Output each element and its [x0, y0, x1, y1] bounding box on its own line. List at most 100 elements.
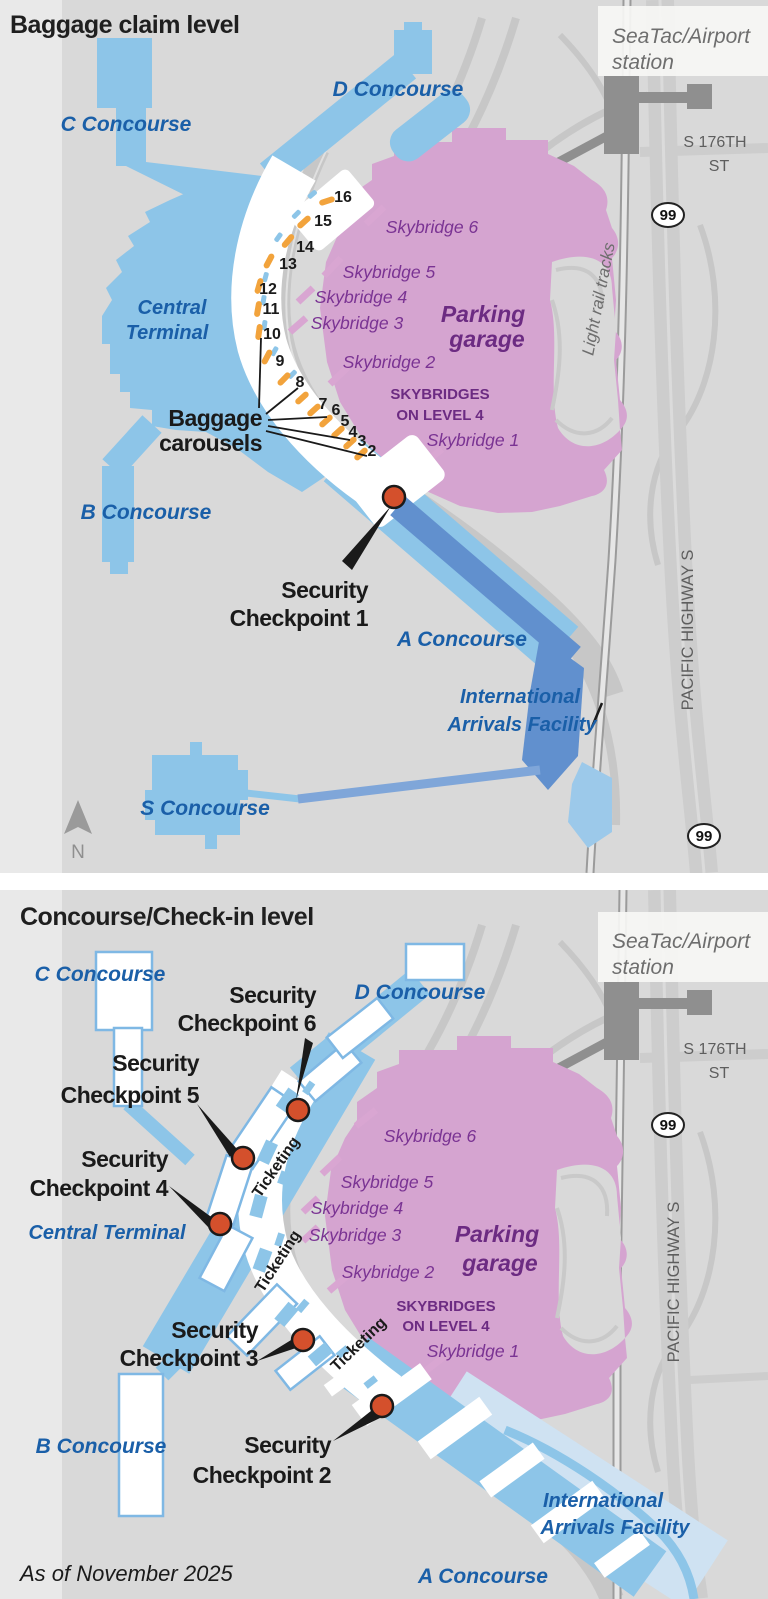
door-mark: [262, 272, 269, 283]
door-mark: [261, 320, 268, 331]
building: [530, 1480, 606, 1544]
c-concourse-label: C Concourse: [61, 113, 192, 136]
ramp-curve: [555, 1207, 567, 1319]
skybridge-4-label: Skybridge 4: [315, 287, 408, 307]
carousel-dash: [277, 372, 291, 386]
d-concourse-pier: [389, 90, 471, 162]
b-concourse-arm: [117, 1372, 165, 1518]
ramp-curve: [554, 416, 614, 436]
curb-island: [302, 1080, 316, 1096]
checkpoint-3-dot: [290, 1327, 316, 1353]
skybridge-1-label: Skybridge 1: [427, 430, 519, 450]
skybridges-note: ON LEVEL 4: [396, 407, 484, 424]
carousel-leader-lines: [258, 337, 368, 457]
parking-garage-label: Parking: [441, 301, 525, 327]
c-concourse-arm: [116, 104, 146, 166]
baggage-carousels-label: carousels: [159, 430, 262, 456]
carousel-number: 2: [368, 443, 377, 460]
checkpoint-2-label: Security: [244, 1432, 331, 1458]
street-label: S 176TH: [683, 1041, 746, 1058]
skybridge-6-label: Skybridge 6: [386, 217, 479, 237]
s-concourse-stub: [190, 742, 202, 756]
carousel-marks: [254, 196, 368, 461]
skybridge-6-label: Skybridge 6: [384, 1126, 477, 1146]
station-bridge: [637, 92, 689, 103]
carousel-dash: [255, 324, 263, 340]
skybridges-note: ON LEVEL 4: [402, 1318, 490, 1335]
carousel-dash: [319, 196, 335, 206]
carousel-numbers: 16 15 14 13 12 11 10 9 8 7 6 5 4 3 2: [259, 189, 376, 460]
checkpoint-5-label: Security: [112, 1050, 199, 1076]
carousel-dash: [254, 301, 262, 317]
lobby: [274, 1301, 299, 1327]
highway-centerline: [658, 0, 706, 873]
door-mark: [274, 232, 283, 243]
b-concourse-foot: [110, 560, 128, 574]
checkpoint-4-dot: [207, 1211, 233, 1237]
a-concourse-label: A Concourse: [417, 1565, 548, 1588]
s-connector: [245, 789, 301, 803]
checkpoint-markers: [169, 1038, 395, 1441]
lobby: [307, 1342, 333, 1367]
checkpoint-1-marker: [342, 484, 407, 570]
station-label: station: [612, 51, 674, 74]
parking-garage-shape: [320, 128, 627, 513]
door-marks: [260, 190, 317, 379]
ramp-curve: [555, 266, 605, 309]
terminal-halls: [94, 942, 466, 1518]
skybridge-2-connector: [327, 364, 351, 387]
street-label: S 176TH: [683, 134, 746, 151]
garage-footprint: [325, 1036, 632, 1421]
building: [594, 1530, 650, 1578]
skybridge-3-label: Skybridge 3: [311, 313, 404, 333]
a-concourse-label: A Concourse: [396, 628, 527, 651]
iaf-label: International: [460, 686, 580, 708]
d-concourse-arm: [259, 53, 417, 189]
carousel-number: 15: [314, 213, 332, 230]
skybridge-1-connector: [420, 1353, 448, 1376]
checkpoint-3-pointer: [257, 1337, 299, 1361]
checkpoint-4-label: Security: [81, 1146, 168, 1172]
leader-line: [265, 387, 299, 415]
station-label-box: [598, 912, 768, 982]
a-concourse-tail: [568, 762, 612, 848]
station-bridge: [637, 998, 689, 1009]
checkpoint-1-pointer: [342, 506, 391, 570]
checkpoint-6-label: Security: [229, 982, 316, 1008]
highway-badge-shield: [651, 202, 685, 228]
carousel-dash: [295, 391, 309, 405]
terminal-hall: [325, 996, 395, 1060]
station-building: [604, 76, 639, 154]
s-concourse: [145, 755, 248, 835]
ticket-lobbies: [249, 1080, 378, 1389]
rail-inner: [587, 0, 630, 873]
iaf-building: [522, 636, 584, 790]
building: [479, 1442, 545, 1498]
skybridge-5-connector: [321, 255, 344, 279]
checkpoint-3-label: Checkpoint 3: [120, 1345, 258, 1371]
checkpoint-3-label: Security: [171, 1317, 258, 1343]
terminal-hall: [197, 1223, 255, 1293]
curb-island: [363, 1375, 378, 1389]
pacific-highway-label: PACIFIC HIGHWAY S: [679, 550, 697, 711]
parking-garage-shape: [325, 1036, 632, 1421]
checkpoint-5-pointer: [197, 1104, 237, 1157]
highway-badge: 99: [687, 823, 721, 849]
lobby: [252, 1247, 273, 1273]
leader-line: [258, 337, 262, 409]
carousel-dash: [263, 253, 275, 269]
s-concourse-label: S Concourse: [140, 797, 270, 820]
north-arrow: N: [64, 800, 92, 863]
checkpoint-2-dot: [369, 1393, 395, 1419]
leader-line: [267, 425, 351, 441]
door-mark: [260, 295, 267, 306]
carousel-number: 6: [332, 402, 341, 419]
highway-badge-shield: [651, 1112, 685, 1138]
station-label: station: [612, 956, 674, 979]
carousel-number: 12: [259, 281, 277, 298]
skybridges-note: SKYBRIDGES: [396, 1298, 495, 1315]
central-terminal-label: Central Terminal: [28, 1222, 186, 1244]
carousel-number: 14: [296, 239, 314, 256]
carousel-number: 7: [319, 396, 328, 413]
carousel-number: 10: [263, 326, 281, 343]
